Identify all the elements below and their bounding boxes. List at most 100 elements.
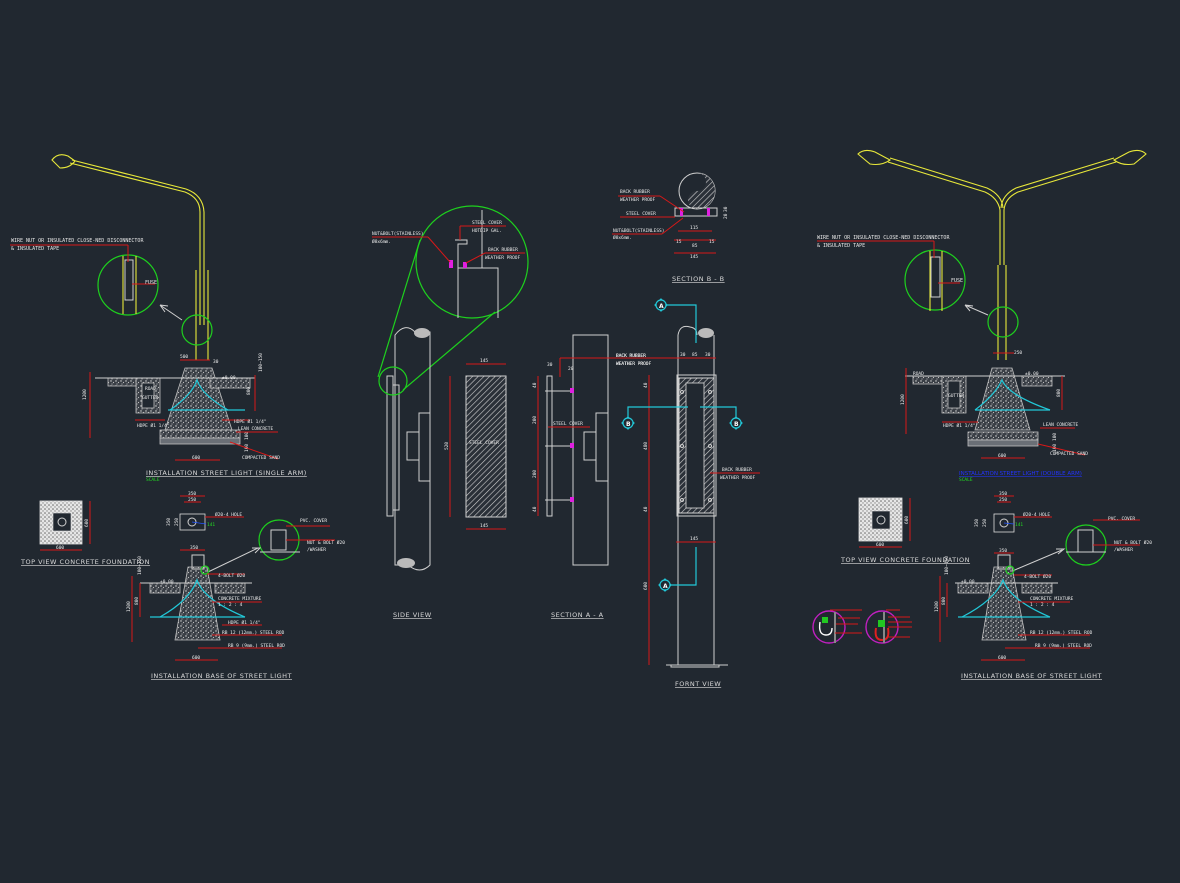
r-base-dim-800: 800 (941, 597, 947, 605)
section-marker-b-right[interactable]: B (700, 406, 743, 430)
section-bb-title: SECTION B - B (672, 275, 725, 283)
left-base-title: INSTALLATION BASE OF STREET LIGHT (151, 672, 292, 680)
bb-dim-115: 115 (690, 225, 698, 231)
fv-back-rubber-2: BACK RUBBER (722, 467, 752, 473)
fv-dim-40b: 40 (643, 506, 649, 512)
plate-w1: 350 (188, 491, 196, 497)
bb-nut-bolt: NUT&BOLT(STAINLESS) (613, 228, 664, 234)
angle-label: 141 (207, 522, 215, 528)
concrete-mixture: CONCRETE MIXTURE (218, 596, 262, 602)
fv-dim-600: 600 (643, 582, 649, 590)
dim-500: 500 (180, 354, 188, 360)
concrete-ratio: 1 : 2 : 4 (218, 602, 243, 608)
side-detail-circle (415, 205, 529, 319)
fv-weather-proof: WEATHER PROOF (616, 361, 652, 367)
level-label: ±0.00 (222, 375, 236, 381)
base-dim-1200: 1200 (126, 601, 132, 612)
da-hdpe: HDPE Ø1 1/4" (943, 422, 976, 429)
bolt-label: 4-BOLT Ø20 (218, 572, 245, 579)
single-arm-scale: SCALE (146, 477, 160, 483)
front-view-title: FORNT VIEW (675, 680, 721, 688)
double-arm-pole (857, 149, 1147, 360)
section-bb: BACK RUBBER WEATHER PROOF STEEL COVER NU… (612, 172, 729, 283)
road-label: ROAD (145, 386, 156, 392)
fuse-label: FUSE (145, 280, 157, 286)
da-level: ±0.00 (1025, 371, 1039, 377)
r-nut-bolt: NUT & BOLT Ø20 (1114, 539, 1152, 546)
fv-dim-40a: 40 (643, 382, 649, 388)
section-marker-a-top[interactable]: A (654, 298, 697, 343)
cover-plate-top: 145 (480, 358, 488, 364)
compacted-sand: COMPACTED SAND (242, 455, 280, 461)
double-arm-street-light: WIRE NUT OR INSULATED CLOSE-NED DISCONNE… (817, 149, 1147, 483)
da-wire-callout-2: & INSULATED TAPE (817, 243, 865, 249)
r-top-view-height: 600 (904, 516, 910, 524)
aa-steel-cover: STEEL COVER (553, 421, 583, 427)
da-lean-concrete: LEAN CONCRETE (1043, 422, 1079, 428)
fv-dim-85: 85 (692, 352, 698, 358)
detail-arrow (159, 304, 183, 321)
r-angle-label: 141 (1015, 522, 1023, 528)
rb9-label: RB 9 (9mm.) STEEL ROD (228, 643, 285, 649)
da-dim-250: 250 (1014, 350, 1022, 356)
aa-dim-40a: 40 (532, 382, 538, 388)
r-plate-h1: 350 (974, 519, 980, 527)
r-top-view-width: 600 (876, 542, 884, 548)
right-base-details: 600 600 TOP VIEW CONCRETE FOUNDATION 350… (812, 491, 1152, 680)
base-plate-top (179, 513, 206, 531)
section-marker-b-left[interactable]: B (621, 406, 688, 430)
r-base-level: ±0.00 (961, 579, 975, 585)
r-hole-label: Ø20-4 HOLE (1023, 511, 1050, 518)
da-road: ROAD (913, 371, 924, 377)
aa-top-30: 30 (547, 362, 553, 368)
base-dim-800: 800 (134, 597, 140, 605)
detail-marker-circle (181, 314, 213, 346)
single-arm-title: INSTALLATION STREET LIGHT (SINGLE ARM) (146, 469, 307, 477)
dim-100a: 100 (244, 432, 250, 440)
bb-dim-145: 145 (690, 254, 698, 260)
aa-dim-40b: 40 (532, 506, 538, 512)
section-marker-a-bottom[interactable]: A (658, 547, 697, 592)
r-concrete-ratio: 1 : 2 : 4 (1030, 602, 1055, 608)
side-view: NUT&BOLT(STAINLESS) Ø8x6mm. STEEL COVER … (372, 205, 529, 619)
hdpe-left: HDPE Ø1 1/4" (137, 422, 170, 429)
dim-100-150: 100~150 (258, 353, 264, 372)
cover-plate-bottom: 145 (480, 523, 488, 529)
bb-back-rubber: BACK RUBBER (620, 189, 650, 195)
svg-text:B: B (734, 421, 739, 428)
fv-dim-145: 145 (690, 536, 698, 542)
plate-h1: 350 (166, 518, 172, 526)
da-dim-800: 800 (1056, 389, 1062, 397)
fv-weather-proof-2: WEATHER PROOF (720, 475, 756, 481)
dim-1200: 1200 (82, 389, 88, 400)
top-view-height: 600 (84, 519, 90, 527)
svg-text:A: A (659, 303, 664, 310)
r-plate-w1: 350 (999, 491, 1007, 497)
dim-30: 30 (213, 359, 219, 365)
base-dim-100-150: 100~150 (137, 556, 143, 575)
single-arm-pole (51, 154, 209, 360)
lean-concrete: LEAN CONCRETE (238, 426, 274, 432)
bb-dim-85: 85 (692, 243, 698, 249)
nut-bolt-label: NUT&BOLT(STAINLESS) (372, 231, 423, 237)
wire-callout-2: & INSULATED TAPE (11, 246, 59, 252)
bb-steel-cover: STEEL COVER (626, 211, 656, 217)
hdpe-right: HDPE Ø1 1/4" (234, 418, 267, 425)
r-bolt-label: 4-BOLT Ø20 (1024, 573, 1051, 580)
plate-h2: 250 (174, 518, 180, 526)
hotdip-label: HOTDIP GAL. (472, 228, 502, 234)
bb-weather-proof: WEATHER PROOF (620, 197, 656, 203)
r-base-dim-1200: 1200 (934, 601, 940, 612)
single-arm-foundation (95, 367, 255, 445)
double-arm-title: INSTALLATION STREET LIGHT (DOUBLE ARM) (959, 471, 1082, 477)
da-compacted-sand: COMPACTED SAND (1050, 451, 1088, 457)
bb-nut-size: Ø8x6mm. (613, 234, 632, 241)
section-aa-title: SECTION A - A (551, 611, 604, 619)
side-view-title: SIDE VIEW (393, 611, 432, 619)
r-base-dim-600: 600 (998, 655, 1006, 661)
da-dim-1200: 1200 (900, 394, 906, 405)
base-dim-600: 600 (192, 655, 200, 661)
bb-dim-30: 30 (723, 206, 729, 212)
dim-800: 800 (246, 387, 252, 395)
